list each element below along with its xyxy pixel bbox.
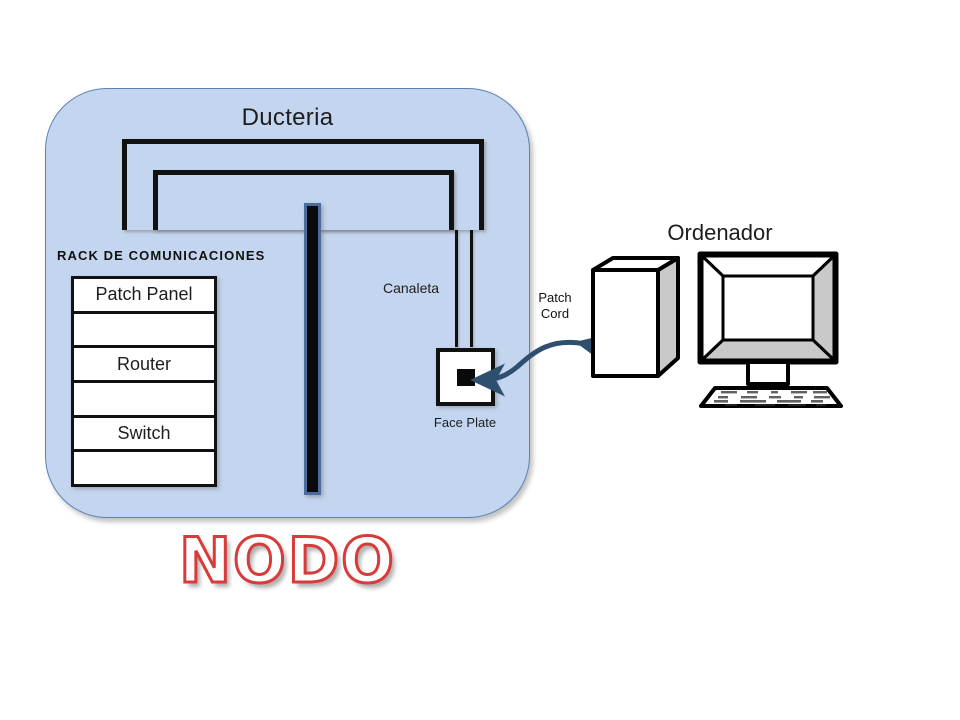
ordenador-label: Ordenador xyxy=(667,220,773,245)
patch-cord-arrow xyxy=(470,332,613,397)
patch-cord-label-line2: Cord xyxy=(540,306,570,321)
rack-row xyxy=(74,383,214,418)
rack-label: RACK DE COMUNICACIONES xyxy=(57,248,266,263)
rack-row xyxy=(74,313,214,349)
face-plate-label: Face Plate xyxy=(433,415,497,430)
wall-bar xyxy=(304,203,321,495)
duct-inner-pipe xyxy=(153,170,454,230)
communications-rack: Patch Panel Router Switch xyxy=(71,276,217,487)
rack-row: Router xyxy=(74,348,214,384)
computer-illustration xyxy=(591,251,843,408)
canaleta-label: Canaleta xyxy=(383,280,440,296)
rack-row: Patch Panel xyxy=(74,279,214,314)
rack-row xyxy=(74,452,214,485)
nodo-title: NODO xyxy=(178,523,396,599)
rack-row-label: Switch xyxy=(117,423,171,444)
ducteria-label: Ducteria xyxy=(241,104,334,131)
canaleta-line-left xyxy=(455,230,458,347)
monitor-icon xyxy=(697,251,839,386)
tower-icon xyxy=(591,256,680,378)
keyboard-icon xyxy=(699,386,843,408)
patch-cord-label: Patch Cord xyxy=(520,290,590,322)
rack-row: Switch xyxy=(74,417,214,453)
canaleta-line-right xyxy=(470,230,473,347)
rack-row-label: Patch Panel xyxy=(95,284,193,305)
patch-cord-label-line1: Patch xyxy=(538,290,572,305)
duct-outer-pipe xyxy=(122,139,484,230)
rack-row-label: Router xyxy=(116,353,172,374)
